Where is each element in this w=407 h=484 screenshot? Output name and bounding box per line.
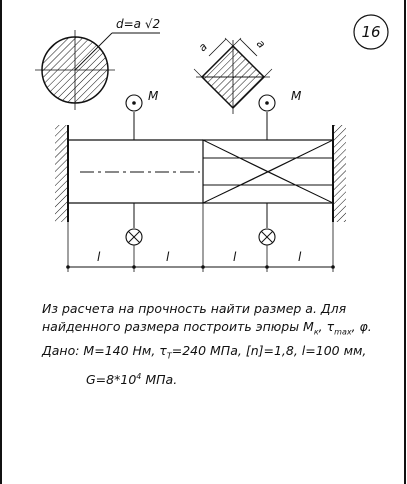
shaft-round-part [68,139,203,204]
problem-statement: Из расчета на прочность найти размер a. … [42,300,387,365]
side-a-left: a [196,40,210,54]
shaft-diagram: 16 d=a √2 a a [35,14,389,272]
statement-line-1: Из расчета на прочность найти размер a. … [42,301,347,316]
statement-line-4: G=8*104 МПа. [86,372,178,388]
square-cross-section [193,37,273,114]
moment-1-bottom [125,203,143,246]
shaft-square-part [202,139,334,204]
length-label-2: l [166,250,170,264]
length-label-1: l [97,250,101,264]
side-a-right: a [254,37,268,51]
moment-1 [125,94,143,140]
moment-2-bottom [258,203,276,246]
length-label-4: l [298,250,302,264]
moment-1-label: M [148,89,159,103]
problem-number: 16 [361,23,380,41]
statement-line-3: Дано: M=140 Нм, τT=240 МПа, [n]=1,8, l=1… [42,342,367,361]
moment-2 [258,94,276,140]
diameter-formula: d=a √2 [116,17,160,31]
right-wall [332,125,346,222]
problem-number-circle [353,14,389,50]
left-wall [55,125,69,222]
statement-line-2: найденного размера построить эпюры Mк, τ… [42,319,372,337]
length-dimension-line [66,203,335,272]
moment-2-label: M [291,89,302,103]
round-cross-section [35,30,160,110]
length-label-3: l [233,250,237,264]
